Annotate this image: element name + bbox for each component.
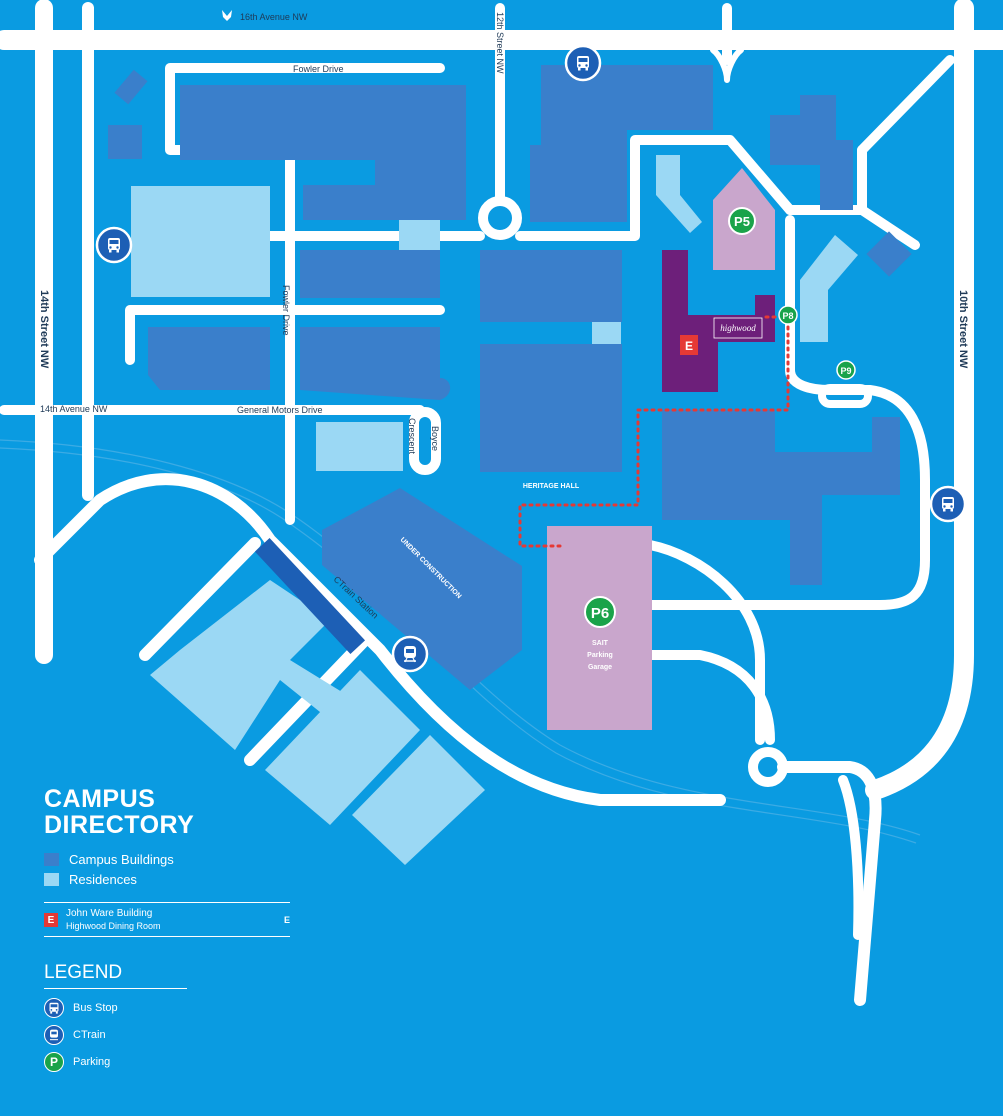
road-labels: 16th Avenue NW 12th Street NW 14th Stree… [38,10,969,455]
directory-title: CAMPUS DIRECTORY [44,786,194,838]
residences [131,155,858,865]
legend-divider [44,988,187,989]
label-16th-avenue: 16th Avenue NW [240,12,308,22]
legend-parking: P Parking [44,1052,110,1072]
road-south-curve [34,473,726,806]
building-marker-e[interactable] [680,335,698,355]
label-14th-avenue: 14th Avenue NW [40,404,108,414]
divider-top [44,902,290,903]
label-garage-line1: SAIT [592,640,609,647]
parking-badge-p9[interactable]: P9 [836,360,856,380]
label-12th-street: 12th Street NW [495,12,505,74]
label-general-motors-drive: General Motors Drive [237,405,323,415]
label-garage-line2: Parking [587,652,613,659]
ctrain-platform [254,537,366,655]
label-fowler-drive-vertical: Fowler Drive [281,285,291,336]
building-north [530,65,713,222]
parking-icon: P [44,1052,64,1072]
residence-complex-sw [150,580,355,750]
svg-text:P8: P8 [782,311,793,321]
highwood-logo-text: highwood [720,323,756,333]
svg-text:P9: P9 [840,366,851,376]
residence-strip-b [800,235,858,342]
bus-stop-north[interactable] [564,44,602,82]
ctrain-stop[interactable] [391,635,429,673]
john-ware-building[interactable] [662,250,775,392]
legend-ctrain: CTrain [44,1025,106,1045]
train-icon [404,646,416,663]
residence-south [316,422,403,471]
label-garage-line3: Garage [588,664,612,671]
train-icon [44,1025,64,1045]
roads [0,0,1003,1006]
key-campus-buildings: Campus Buildings [44,852,174,867]
walking-route [518,318,790,548]
road-west-loop [125,305,445,365]
label-14th-street: 14th Street NW [38,290,50,369]
parking-badge-p5[interactable]: P5 [728,207,756,235]
svg-text:P6: P6 [591,605,609,622]
residence-block-2 [352,735,485,865]
road-10th-street [865,0,974,800]
residence-block-1 [265,670,420,825]
bus-stop-east[interactable] [929,485,967,523]
label-heritage-hall: HERITAGE HALL [523,483,580,490]
building-name: John Ware Building [66,908,153,919]
road-north-connector [515,135,795,241]
road-east-loop [645,215,930,610]
building-marker-e-label: E [685,339,693,353]
label-crescent: Crescent [407,418,417,455]
svg-text:P5: P5 [734,214,750,229]
label-fowler-drive-top: Fowler Drive [293,64,344,74]
key-residences: Residences [44,872,137,887]
legend-title: LEGEND [44,962,123,983]
directory-entry-john-ware[interactable]: E John Ware Building Highwood Dining Roo… [44,908,290,932]
residence-west [131,186,270,297]
building-subtitle: Highwood Dining Room [66,921,161,931]
divider-bottom [44,936,290,937]
road-fowler-drive [165,63,445,525]
label-boyce: Boyce [430,426,440,451]
parking-garage-p6 [547,526,652,730]
directory-title-line1: CAMPUS [44,785,156,813]
residence-strip-a [656,155,702,233]
residence-small [592,322,621,344]
parking-badge-p8[interactable]: P8 [778,305,798,325]
building-ref: E [283,915,290,925]
bus-stop-west[interactable] [95,226,133,264]
highwood-logo [713,317,763,339]
road-boyce-crescent [409,407,441,475]
building-code-badge: E [44,913,58,927]
label-10th-street: 10th Street NW [957,290,969,369]
building-nw [180,85,466,220]
highway-shield-icon [222,10,232,21]
bus-icon [44,998,64,1018]
building-east [662,410,900,585]
residence-link [399,220,440,250]
swatch-campus-buildings [44,853,59,866]
roundabout-north [478,196,522,240]
parking-badge-p6[interactable]: P6 [584,596,616,628]
directory-title-line2: DIRECTORY [44,811,195,839]
campus-buildings [108,65,912,690]
swatch-residences [44,873,59,886]
legend-bus-stop: Bus Stop [44,998,118,1018]
building-under-construction [322,488,522,690]
